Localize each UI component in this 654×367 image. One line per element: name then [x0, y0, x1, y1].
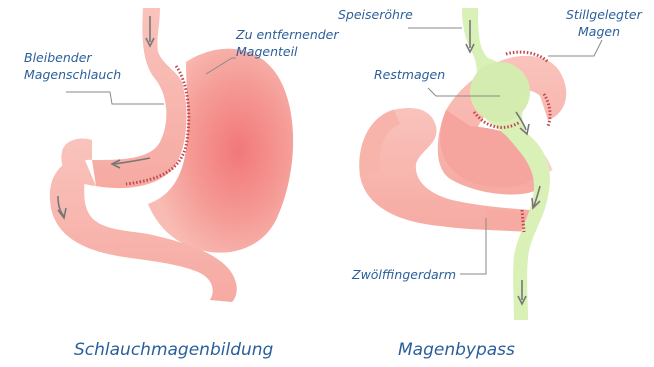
label-remaining-line2: Magenschlauch — [24, 66, 121, 83]
caption-sleeve: Schlauchmagenbildung — [74, 340, 273, 360]
label-disused-line2: Magen — [566, 23, 642, 40]
label-pouch: Restmagen — [374, 66, 445, 83]
stomach-pouch — [470, 62, 530, 122]
label-remaining-line1: Bleibender — [24, 49, 121, 66]
label-disused-line1: Stillgelegter — [566, 6, 642, 23]
label-esophagus: Speiseröhre — [338, 6, 413, 23]
sleeve-tube — [92, 8, 187, 188]
label-disused-stomach: Stillgelegter Magen — [566, 6, 642, 40]
label-duodenum: Zwölffingerdarm — [352, 266, 456, 283]
label-removed-line2: Magenteil — [236, 43, 339, 60]
caption-bypass: Magenbypass — [398, 340, 515, 360]
label-remaining-sleeve: Bleibender Magenschlauch — [24, 49, 121, 83]
label-removed-part: Zu entfernender Magenteil — [236, 26, 339, 60]
label-removed-line1: Zu entfernender — [236, 26, 339, 43]
